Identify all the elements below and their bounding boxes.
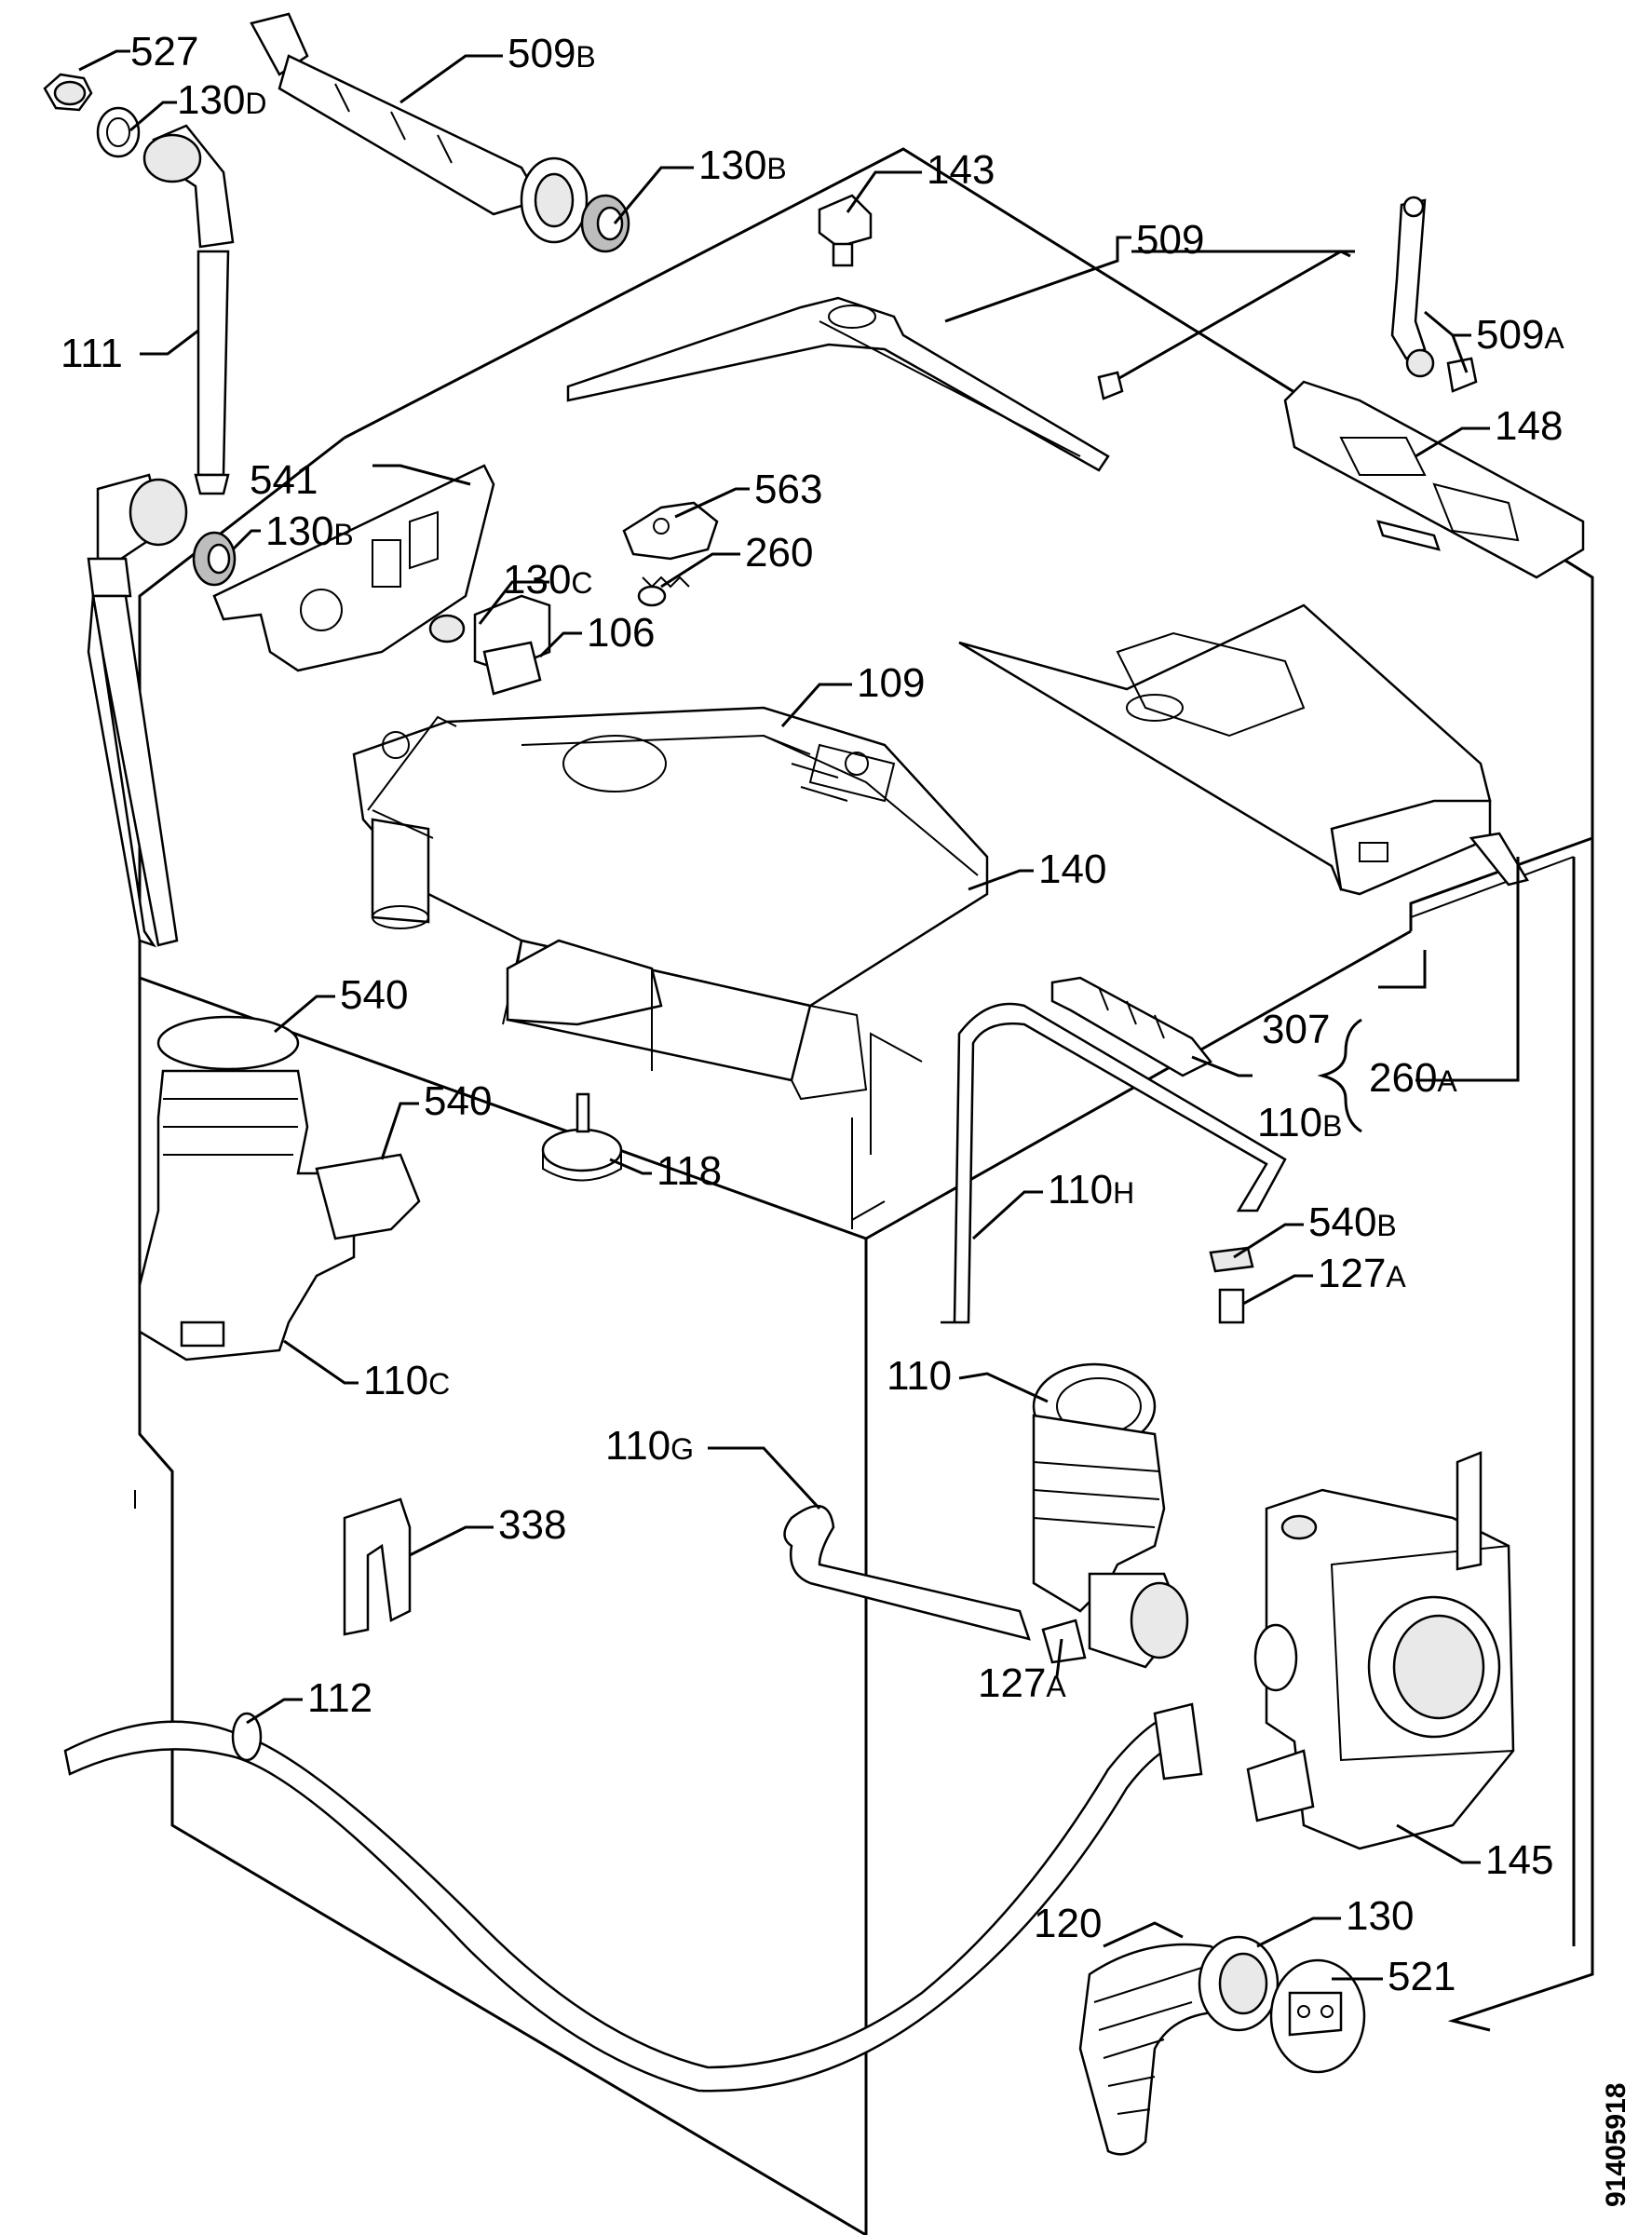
label-563: 563	[754, 467, 822, 512]
label-127a-top: 127A	[1318, 1251, 1406, 1296]
pump-145	[1246, 1451, 1515, 1850]
label-540b: 540B	[1308, 1199, 1397, 1245]
label-143: 143	[927, 147, 995, 193]
nut-527	[43, 73, 93, 112]
cam-563	[622, 501, 719, 561]
cap-521	[1269, 1958, 1366, 2074]
gear-118	[541, 1092, 623, 1182]
washer-130b-mid	[192, 531, 237, 587]
label-521: 521	[1388, 1954, 1456, 1999]
label-540-b: 540	[424, 1078, 492, 1124]
lever-509a	[1390, 196, 1478, 393]
washer-130b-top	[580, 194, 630, 253]
label-120: 120	[1034, 1901, 1102, 1946]
filter-120	[1078, 1943, 1240, 2156]
bellows-110	[1032, 1362, 1189, 1669]
document-code: 91405918	[1601, 2083, 1632, 2207]
connector-127a-top	[1218, 1288, 1245, 1324]
clamp-540b	[1209, 1246, 1254, 1273]
label-130: 130	[1346, 1893, 1414, 1939]
cap-143	[818, 194, 873, 267]
label-127a-bot: 127A	[978, 1660, 1066, 1706]
label-130b-mid: 130B	[265, 508, 354, 554]
label-130c: 130C	[503, 557, 593, 603]
label-111: 111	[61, 331, 123, 376]
label-118: 118	[657, 1148, 722, 1194]
pipe-110h	[941, 1002, 1287, 1324]
label-110g: 110G	[605, 1423, 694, 1469]
label-112: 112	[307, 1675, 372, 1721]
label-509b: 509B	[508, 31, 596, 76]
label-527: 527	[130, 29, 198, 74]
washer-130d	[96, 106, 141, 158]
housing-148	[1283, 380, 1585, 579]
label-110c: 110C	[363, 1358, 450, 1403]
label-130d: 130D	[177, 77, 267, 123]
bellows-110c	[138, 1015, 421, 1361]
label-509: 509	[1136, 217, 1204, 263]
seal-130	[1198, 1935, 1280, 2032]
bracket-541	[212, 464, 495, 672]
part-labels: 527 130D 509B 130B 143 509 509A 148 111 …	[61, 29, 1564, 1999]
hose-110g	[783, 1504, 1031, 1641]
drain-hose-112	[63, 1702, 1203, 2093]
clip-338	[343, 1497, 412, 1636]
arm-509	[566, 296, 1110, 472]
label-130b-top: 130B	[698, 142, 787, 188]
valve-130c-106	[428, 594, 551, 696]
rod-509	[1097, 250, 1351, 400]
connector-127a-bot	[1041, 1619, 1087, 1664]
label-106: 106	[587, 610, 655, 656]
label-109: 109	[857, 660, 925, 706]
hose-110b	[1050, 976, 1212, 1077]
inlet-pipe-509b	[250, 12, 589, 244]
dispenser-109	[352, 706, 989, 1101]
label-110: 110	[887, 1353, 952, 1399]
leader-lines	[78, 49, 1520, 1981]
label-260: 260	[745, 530, 813, 576]
label-509a: 509A	[1476, 312, 1564, 358]
label-148: 148	[1495, 403, 1563, 449]
label-307: 307	[1262, 1007, 1330, 1052]
label-260a: 260A	[1369, 1055, 1457, 1101]
label-140: 140	[1038, 847, 1106, 892]
drawer-140	[958, 603, 1529, 896]
label-541: 541	[250, 457, 318, 503]
label-110h: 110H	[1048, 1167, 1134, 1212]
label-145: 145	[1485, 1837, 1553, 1883]
spring-260	[637, 576, 690, 607]
label-338: 338	[498, 1502, 566, 1548]
label-540-a: 540	[340, 972, 408, 1018]
hose-111	[87, 124, 235, 948]
label-110b: 110B	[1257, 1100, 1343, 1145]
